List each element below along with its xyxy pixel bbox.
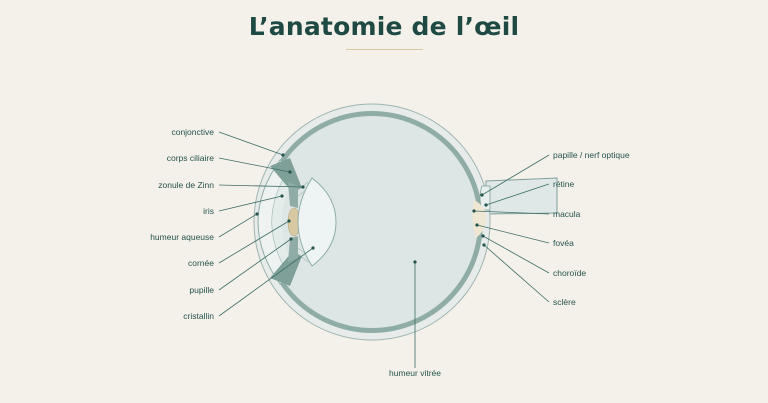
leader-dots xyxy=(255,153,488,264)
optic-nerve xyxy=(485,177,558,215)
ciliary-body-lower xyxy=(270,252,302,286)
label-corps-ciliaire: corps ciliaire xyxy=(167,153,215,163)
vitreous-body xyxy=(266,116,478,328)
label-fovea: fovéa xyxy=(553,238,574,248)
lens xyxy=(297,177,337,267)
title-underline xyxy=(346,49,423,50)
label-humeur-aqueuse: humeur aqueuse xyxy=(150,232,214,242)
label-retine: rétine xyxy=(553,179,575,189)
label-conjonctive: conjonctive xyxy=(171,127,214,137)
page-title: L’anatomie de l’œil xyxy=(248,12,520,41)
label-humeur-vitree: humeur vitrée xyxy=(389,368,441,378)
label-cornee: cornée xyxy=(188,258,214,268)
label-sclere: sclère xyxy=(553,297,576,307)
left-labels: conjonctive corps ciliaire zonule de Zin… xyxy=(150,127,214,321)
label-choroide: choroïde xyxy=(553,268,586,278)
anterior-chamber xyxy=(272,168,296,276)
label-pupille: pupille xyxy=(189,285,214,295)
label-iris: iris xyxy=(203,206,214,216)
label-macula: macula xyxy=(553,209,581,219)
iris-upper xyxy=(288,182,298,208)
ciliary-body-upper xyxy=(270,158,302,192)
label-papille-nerf-optique: papille / nerf optique xyxy=(553,150,630,160)
zonule-fibres xyxy=(297,181,309,263)
iris-lower xyxy=(288,236,298,262)
right-labels: papille / nerf optique rétine macula fov… xyxy=(553,150,630,307)
leader-lines xyxy=(218,131,550,368)
macula-region xyxy=(472,200,486,238)
label-zonule-de-zinn: zonule de Zinn xyxy=(158,180,214,190)
label-cristallin: cristallin xyxy=(183,311,214,321)
